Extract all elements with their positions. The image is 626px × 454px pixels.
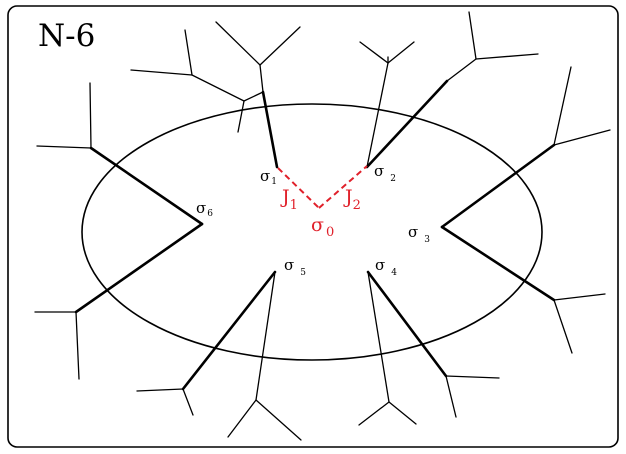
branch-site-5 [136,270,302,441]
outer-ring [81,103,543,361]
branch-site-4 [358,270,500,426]
site-label-1: σ1 [260,167,277,187]
diagram-frame [7,5,619,448]
site-label-6: σ6 [196,199,213,219]
branch-site-3 [440,66,611,354]
diagram-title: N-6 [38,18,95,54]
branch-site-2 [359,11,539,169]
coupling-bond-2 [318,165,368,209]
branch-site-1 [130,21,301,169]
branch-site-6 [34,82,204,380]
coupling-label-2: J2 [343,186,361,213]
coupling-label-1: J1 [280,186,298,213]
